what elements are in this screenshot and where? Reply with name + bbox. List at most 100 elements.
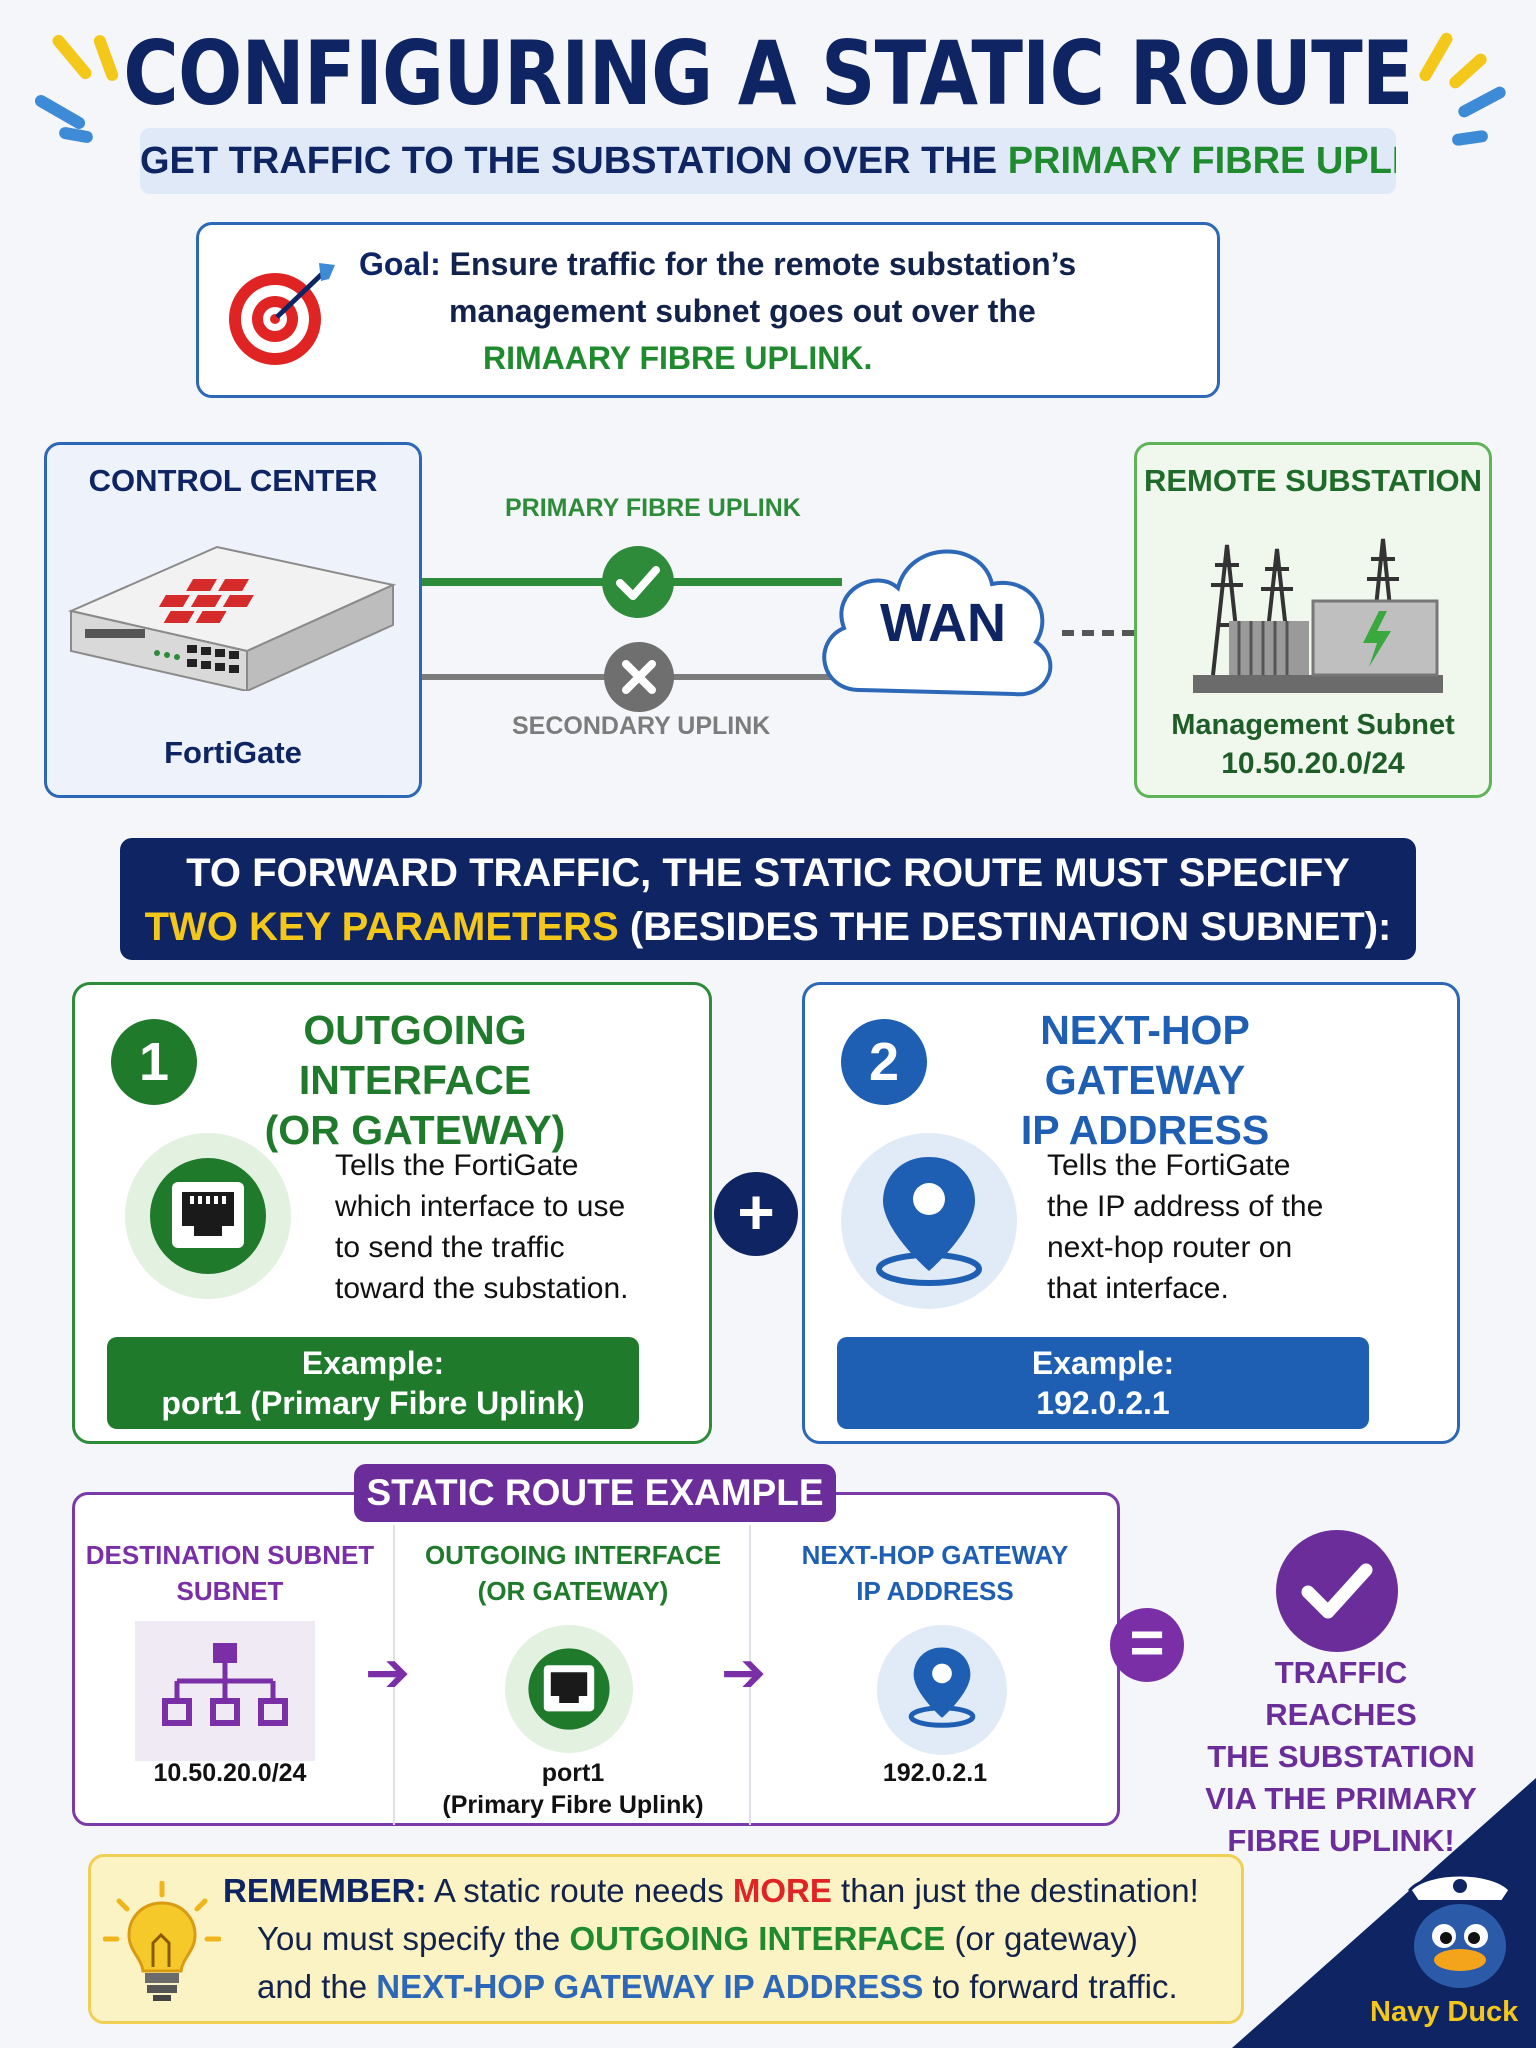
outgoing-interface-example: Example: port1 (Primary Fibre Uplink)	[107, 1337, 639, 1429]
dest-subnet-heading: DESTINATION SUBNET SUBNET	[85, 1537, 375, 1609]
remember-label: REMEMBER:	[223, 1872, 427, 1909]
example-value: 192.0.2.1	[1036, 1385, 1170, 1421]
control-center-title: CONTROL CENTER	[88, 463, 378, 498]
goal-line1: Ensure traffic for the remote substation…	[440, 246, 1077, 282]
remember-text-span: You must specify the	[257, 1920, 570, 1957]
primary-link-label: PRIMARY FIBRE UPLINK	[505, 494, 801, 522]
result-text: TRAFFIC REACHES THE SUBSTATION VIA THE P…	[1196, 1652, 1486, 1862]
banner-line2: TWO KEY PARAMETERS (BESIDES THE DESTINAT…	[120, 900, 1416, 954]
ethernet-port-icon-ring	[125, 1133, 291, 1299]
goal-line3: RIMAARY FIBRE UPLINK.	[483, 340, 873, 376]
result-line: VIA THE PRIMARY	[1205, 1781, 1477, 1816]
column-divider	[393, 1525, 395, 1825]
next-hop-title-line2: IP ADDRESS	[1020, 1107, 1270, 1153]
value-line: port1	[541, 1759, 605, 1787]
static-route-example-tag: STATIC ROUTE EXAMPLE	[354, 1464, 836, 1522]
arrow-right-icon: ➔	[721, 1643, 767, 1703]
col-head-line: IP ADDRESS	[856, 1576, 1014, 1606]
banner-highlight: TWO KEY PARAMETERS	[144, 905, 619, 949]
value-line: (Primary Fibre Uplink)	[442, 1791, 704, 1819]
next-hop-heading: NEXT-HOP GATEWAY IP ADDRESS	[765, 1537, 1105, 1609]
outgoing-interface-value: port1 (Primary Fibre Uplink)	[411, 1757, 735, 1821]
management-subnet-label: Management Subnet	[1171, 709, 1455, 741]
next-hop-title-line1: NEXT-HOP GATEWAY	[1040, 1007, 1250, 1103]
result-line: FIBRE UPLINK!	[1227, 1823, 1455, 1858]
remember-line2: You must specify the OUTGOING INTERFACE …	[223, 1915, 1233, 1963]
remember-text-span: than just the destination!	[831, 1872, 1199, 1909]
desc-line: next-hop router on	[1047, 1231, 1293, 1264]
lightbulb-icon	[103, 1881, 221, 2001]
substation-icon	[1193, 538, 1443, 693]
desc-line: which interface to use	[335, 1190, 626, 1223]
wan-to-substation-link	[1062, 630, 1134, 636]
fortigate-label: FortiGate	[164, 735, 302, 770]
result-line: TRAFFIC REACHES	[1265, 1655, 1417, 1732]
remember-outgoing-interface: OUTGOING INTERFACE	[569, 1920, 946, 1957]
plus-icon: +	[714, 1172, 798, 1256]
control-center-box: CONTROL CENTER FortiGate	[44, 442, 422, 798]
x-icon	[604, 642, 674, 712]
goal-text: Goal: Ensure traffic for the remote subs…	[359, 241, 1199, 382]
remember-next-hop: NEXT-HOP GATEWAY IP ADDRESS	[376, 1968, 924, 2005]
remote-substation-title: REMOTE SUBSTATION	[1143, 463, 1483, 498]
fortigate-device-icon	[67, 545, 397, 691]
page-subtitle: GET TRAFFIC TO THE SUBSTATION OVER THE P…	[140, 128, 1396, 194]
arrow-right-icon: ➔	[365, 1643, 411, 1703]
network-hierarchy-icon	[162, 1643, 288, 1726]
page-title: CONFIGURING A STATIC ROUTE	[123, 22, 1413, 125]
remember-line1: REMEMBER: A static route needs MORE than…	[223, 1867, 1233, 1915]
equals-icon: =	[1110, 1608, 1184, 1682]
desc-line: to send the traffic	[335, 1231, 565, 1264]
subtitle-highlight: PRIMARY FIBRE UPLINK	[1007, 140, 1396, 182]
remember-text-span: to forward traffic.	[923, 1968, 1178, 2005]
example-label: Example:	[301, 1345, 445, 1381]
subtitle-prefix: GET TRAFFIC TO THE SUBSTATION OVER THE	[140, 140, 1008, 182]
remember-more: MORE	[732, 1872, 832, 1909]
next-hop-description: Tells the FortiGate the IP address of th…	[1047, 1145, 1427, 1309]
dest-subnet-value: 10.50.20.0/24	[153, 1759, 307, 1787]
goal-line2: management subnet goes out over the	[449, 293, 1036, 329]
banner-line2-rest: (BESIDES THE DESTINATION SUBNET):	[618, 905, 1392, 949]
outgoing-interface-heading: OUTGOING INTERFACE (OR GATEWAY)	[411, 1537, 735, 1609]
management-subnet-value: 10.50.20.0/24	[1221, 747, 1405, 780]
col-head-line: OUTGOING INTERFACE	[424, 1540, 722, 1570]
location-pin-icon-ring	[841, 1133, 1017, 1309]
outgoing-interface-card: 1 OUTGOING INTERFACE (OR GATEWAY) Tells …	[72, 982, 712, 1444]
desc-line: Tells the FortiGate	[1047, 1149, 1291, 1182]
result-check-icon	[1276, 1530, 1398, 1652]
outgoing-interface-title-line1: OUTGOING INTERFACE	[298, 1007, 532, 1103]
location-pin-icon	[908, 1647, 976, 1728]
check-icon	[602, 546, 674, 618]
ethernet-port-icon-ring	[505, 1625, 633, 1753]
network-hierarchy-icon-bg	[135, 1621, 315, 1761]
step-2-badge: 2	[841, 1019, 927, 1105]
key-parameters-banner: TO FORWARD TRAFFIC, THE STATIC ROUTE MUS…	[120, 838, 1416, 960]
location-pin-icon	[876, 1157, 982, 1286]
remember-text-span: A static route needs	[426, 1872, 733, 1909]
outgoing-interface-description: Tells the FortiGate which interface to u…	[335, 1145, 685, 1309]
col-head-line: SUBNET	[176, 1576, 284, 1606]
goal-card: Goal: Ensure traffic for the remote subs…	[196, 222, 1220, 398]
col-head-line: DESTINATION SUBNET	[85, 1540, 375, 1570]
remember-text-span: (or gateway)	[945, 1920, 1138, 1957]
step-1-badge: 1	[111, 1019, 197, 1105]
banner-line1: TO FORWARD TRAFFIC, THE STATIC ROUTE MUS…	[186, 851, 1350, 895]
result-line: THE SUBSTATION	[1207, 1739, 1475, 1774]
wan-label: WAN	[880, 593, 1006, 653]
secondary-link-label: SECONDARY UPLINK	[512, 712, 771, 740]
next-hop-value: 192.0.2.1	[882, 1759, 988, 1787]
next-hop-gateway-card: 2 NEXT-HOP GATEWAY IP ADDRESS Tells the …	[802, 982, 1460, 1444]
navy-duck-mascot-icon	[1408, 1873, 1512, 1988]
remote-substation-box: REMOTE SUBSTATION Management Subnet 10.5…	[1134, 442, 1492, 798]
wan-cloud-icon	[822, 549, 1053, 697]
desc-line: Tells the FortiGate	[335, 1149, 579, 1182]
remember-text: REMEMBER: A static route needs MORE than…	[223, 1867, 1233, 2011]
goal-label: Goal:	[359, 246, 441, 282]
desc-line: that interface.	[1047, 1272, 1229, 1305]
remember-text-span: and the	[257, 1968, 377, 2005]
desc-line: the IP address of the	[1047, 1190, 1324, 1223]
col-head-line: NEXT-HOP GATEWAY	[801, 1540, 1069, 1570]
next-hop-gateway-title: NEXT-HOP GATEWAY IP ADDRESS	[935, 1005, 1355, 1155]
outgoing-interface-title-line2: (OR GATEWAY)	[264, 1107, 566, 1153]
desc-line: toward the substation.	[335, 1272, 629, 1305]
